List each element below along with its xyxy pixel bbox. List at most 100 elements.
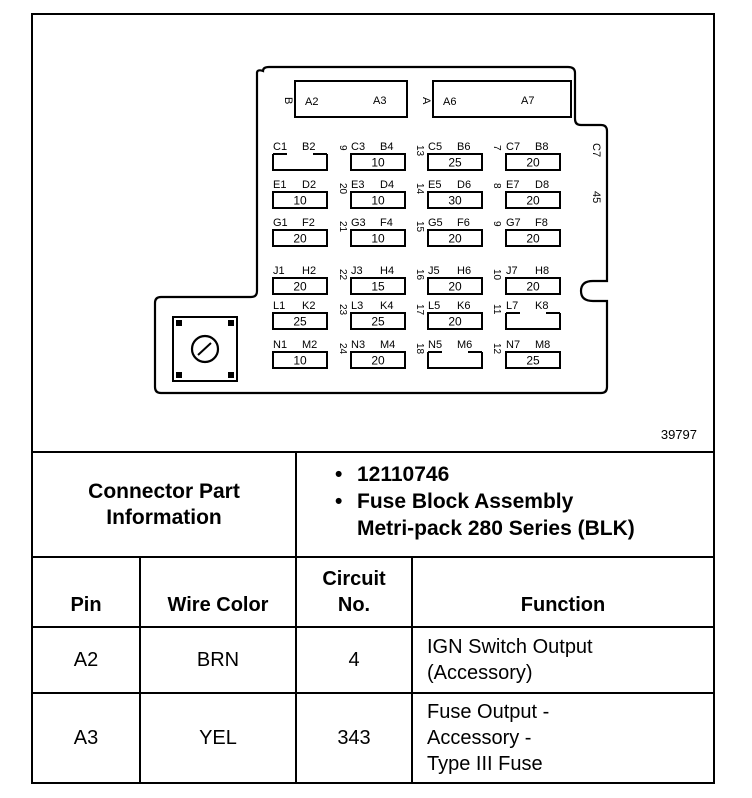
divider <box>33 626 713 628</box>
row2-function: Fuse Output - Accessory - Type III Fuse <box>413 694 713 782</box>
fuse-terminal-label: E5 <box>428 179 441 191</box>
fuse-terminal-label: H4 <box>380 265 394 277</box>
row2-function-line3: Type III Fuse <box>427 753 543 775</box>
fuse-slot <box>505 153 561 171</box>
connector-part-label: Connector Part Information <box>33 453 295 556</box>
fuse-terminal-label: F8 <box>535 217 548 229</box>
cavity-label: A3 <box>373 95 386 107</box>
row-number-label: 21 <box>337 221 348 233</box>
row1-wire-color: BRN <box>196 649 240 671</box>
side-label: C7 <box>590 143 602 157</box>
divider <box>33 556 713 558</box>
ground-stud-slot <box>197 342 212 356</box>
side-label: 45 <box>590 191 602 203</box>
fuse-terminal-label: E7 <box>506 179 519 191</box>
fuse-slot <box>505 191 561 209</box>
connector-b-label: B <box>282 97 294 104</box>
fuse-terminal-label: J7 <box>506 265 518 277</box>
fuse-amperage: 10 <box>293 194 307 208</box>
row-number-label: 7 <box>491 145 502 151</box>
ground-stud-outline <box>172 316 238 382</box>
row1-circuit: 4 <box>348 649 360 671</box>
row2-wire-color: YEL <box>199 727 237 749</box>
fuse-slot <box>505 277 561 295</box>
part-description-line2: Metri-pack 280 Series (BLK) <box>357 517 635 540</box>
row-number-label: 22 <box>337 269 348 281</box>
fuse-amperage: 25 <box>293 315 307 329</box>
fuse-terminal-label: B8 <box>535 141 548 153</box>
part-number: 12110746 <box>357 463 450 486</box>
ground-stud-icon <box>190 334 220 364</box>
fuse-terminal-label: D6 <box>457 179 471 191</box>
fuse-slot <box>272 191 328 209</box>
fuse-slot <box>272 312 328 330</box>
connector-part-info: • 12110746 • Fuse Block Assembly Metri-p… <box>297 453 713 556</box>
empty-fuse-slot <box>505 313 561 330</box>
fuse-amperage: 20 <box>448 280 462 294</box>
row1-function: IGN Switch Output (Accessory) <box>413 628 713 692</box>
row-number-label: 24 <box>337 343 348 355</box>
row-number-label: 11 <box>491 304 502 315</box>
fuse-terminal-label: N7 <box>506 339 520 351</box>
fuse-terminal-label: D4 <box>380 179 394 191</box>
row-number-label: 12 <box>491 343 502 355</box>
fuse-terminal-label: K8 <box>535 300 548 312</box>
fuse-slot <box>350 351 406 369</box>
fuse-terminal-label: J1 <box>273 265 285 277</box>
fuse-terminal-label: C3 <box>351 141 365 153</box>
row1-pin: A2 <box>73 649 99 671</box>
row-number-label: 23 <box>337 304 348 316</box>
cavity-label: A6 <box>443 96 456 108</box>
fuse-terminal-label: B4 <box>380 141 393 153</box>
connector-part-label-line1: Connector Part <box>88 479 240 503</box>
fuse-amperage: 20 <box>526 280 540 294</box>
fuse-amperage: 15 <box>371 280 385 294</box>
fuse-terminal-label: K2 <box>302 300 315 312</box>
fuse-terminal-label: L5 <box>428 300 440 312</box>
part-number-item: • 12110746 <box>335 461 713 488</box>
fuse-slot <box>350 312 406 330</box>
fuse-amperage: 20 <box>526 232 540 246</box>
fuse-terminal-label: B6 <box>457 141 470 153</box>
row-number-label: 17 <box>414 304 425 316</box>
fuse-slot <box>427 153 483 171</box>
fuse-amperage: 20 <box>526 156 540 170</box>
fuse-amperage: 25 <box>448 156 462 170</box>
row2-function-line2: Accessory - <box>427 727 532 749</box>
fuse-terminal-label: F2 <box>302 217 315 229</box>
fuse-terminal-label: M2 <box>302 339 317 351</box>
connector-a-label: A <box>420 97 432 105</box>
fuse-terminal-label: E3 <box>351 179 364 191</box>
fuse-terminal-label: N1 <box>273 339 287 351</box>
header-function: Function <box>520 594 606 616</box>
cavity-label: A7 <box>521 95 534 107</box>
row2-pin: A3 <box>73 727 99 749</box>
divider <box>33 451 713 453</box>
fuse-slot <box>272 277 328 295</box>
fuse-terminal-label: L3 <box>351 300 363 312</box>
fuse-terminal-label: C7 <box>506 141 520 153</box>
header-circuit: Circuit No. <box>297 558 411 626</box>
fuse-terminal-label: C1 <box>273 141 287 153</box>
row-number-label: 16 <box>414 269 425 281</box>
fuse-slot <box>427 277 483 295</box>
fuse-terminal-label: C5 <box>428 141 442 153</box>
fuse-terminal-label: M8 <box>535 339 550 351</box>
fuse-amperage: 20 <box>448 232 462 246</box>
stud-corner <box>176 372 182 378</box>
row-number-label: 15 <box>414 221 425 233</box>
fuse-terminal-label: J3 <box>351 265 363 277</box>
fuse-terminal-label: H8 <box>535 265 549 277</box>
header-circuit-line1: Circuit <box>322 568 386 590</box>
fuse-terminal-label: G7 <box>506 217 521 229</box>
row-number-label: 8 <box>491 183 502 189</box>
connector-a-outline <box>432 80 572 118</box>
fuse-amperage: 10 <box>371 156 385 170</box>
fuse-terminal-label: N3 <box>351 339 365 351</box>
fuse-terminal-label: F4 <box>380 217 393 229</box>
fuse-amperage: 20 <box>526 194 540 208</box>
empty-fuse-slot <box>427 352 483 369</box>
fuse-slot <box>350 229 406 247</box>
fuse-amperage: 10 <box>371 194 385 208</box>
bullet-icon: • <box>335 490 343 513</box>
